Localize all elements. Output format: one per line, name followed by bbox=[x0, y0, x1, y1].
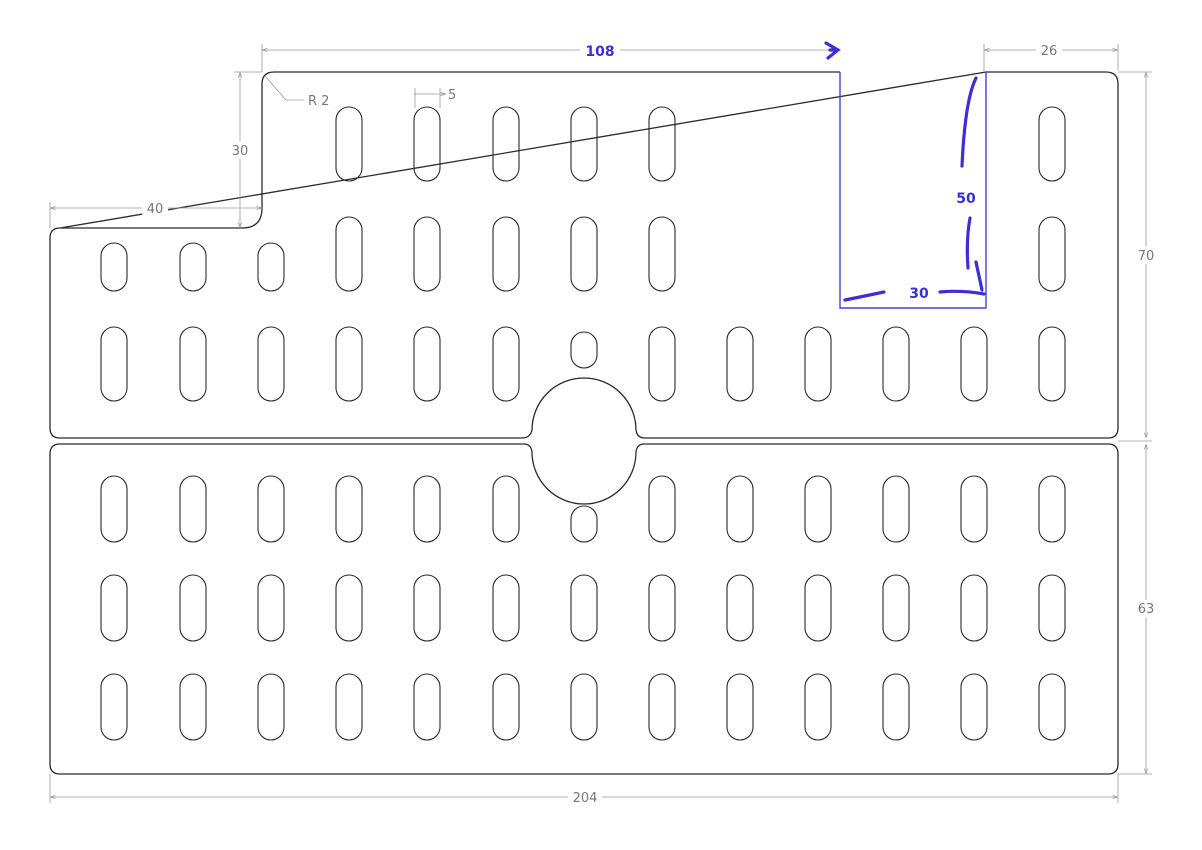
dim-30-label: 30 bbox=[232, 144, 249, 159]
slot-hole bbox=[492, 673, 520, 741]
hand-stroke bbox=[843, 290, 886, 302]
slot-hole bbox=[804, 326, 832, 402]
slot-hole bbox=[335, 673, 363, 741]
slot-hole bbox=[570, 106, 598, 182]
slot-hole bbox=[570, 331, 598, 369]
slot-hole bbox=[100, 673, 128, 741]
slot-hole bbox=[335, 574, 363, 642]
slot-hole bbox=[960, 673, 988, 741]
slot-hole bbox=[257, 673, 285, 741]
slot-hole bbox=[726, 673, 754, 741]
slot-hole bbox=[179, 242, 207, 292]
hand-stroke bbox=[965, 216, 972, 270]
slot-hole bbox=[1038, 475, 1066, 543]
slot-hole bbox=[413, 106, 441, 182]
dim-70-label: 70 bbox=[1138, 249, 1155, 264]
slot-hole bbox=[413, 475, 441, 543]
slot-group bbox=[100, 106, 1066, 741]
hand-50-label: 50 bbox=[956, 191, 976, 207]
slot-hole bbox=[648, 216, 676, 292]
slot-hole bbox=[882, 673, 910, 741]
slot-hole bbox=[960, 574, 988, 642]
slot-hole bbox=[648, 106, 676, 182]
hand-stroke bbox=[974, 260, 984, 292]
radius-label: R 2 bbox=[308, 94, 329, 109]
slot-hole bbox=[179, 574, 207, 642]
slot-hole bbox=[648, 574, 676, 642]
slot-hole bbox=[960, 475, 988, 543]
slot-hole bbox=[257, 242, 285, 292]
slot-hole bbox=[570, 673, 598, 741]
slot-hole bbox=[492, 574, 520, 642]
slot-hole bbox=[335, 106, 363, 182]
slot-hole bbox=[179, 673, 207, 741]
slot-hole bbox=[726, 326, 754, 402]
slot-hole bbox=[804, 574, 832, 642]
notch-outline bbox=[839, 72, 987, 309]
slot-hole bbox=[100, 574, 128, 642]
slot-hole bbox=[413, 574, 441, 642]
radius-leader bbox=[264, 75, 287, 101]
dim-108-label: 108 bbox=[585, 44, 614, 60]
slot-hole bbox=[726, 574, 754, 642]
slot-hole bbox=[882, 475, 910, 543]
dim-204-label: 204 bbox=[573, 791, 598, 806]
dim-26-label: 26 bbox=[1041, 44, 1058, 59]
slot-hole bbox=[960, 326, 988, 402]
slot-hole bbox=[648, 326, 676, 402]
hand-arrow bbox=[824, 41, 841, 60]
slot-hole bbox=[492, 106, 520, 182]
hand-30-label: 30 bbox=[909, 286, 929, 302]
slot-hole bbox=[1038, 106, 1066, 182]
upper-plate-outline bbox=[49, 71, 1119, 439]
slot-hole bbox=[882, 574, 910, 642]
slot-hole bbox=[804, 475, 832, 543]
slot-hole bbox=[1038, 673, 1066, 741]
slot-hole bbox=[882, 326, 910, 402]
slot-hole bbox=[726, 475, 754, 543]
slot-hole bbox=[492, 216, 520, 292]
slot-hole bbox=[100, 326, 128, 402]
slot-hole bbox=[413, 673, 441, 741]
slot-hole bbox=[570, 574, 598, 642]
slot-hole bbox=[335, 475, 363, 543]
slot-hole bbox=[570, 505, 598, 543]
hand-stroke bbox=[960, 76, 978, 168]
slot-hole bbox=[257, 574, 285, 642]
hand-stroke bbox=[938, 289, 986, 296]
slot-hole bbox=[335, 326, 363, 402]
slot-hole bbox=[804, 673, 832, 741]
slot-hole bbox=[335, 216, 363, 292]
slot-hole bbox=[413, 326, 441, 402]
dim-40-label: 40 bbox=[147, 202, 164, 217]
slot-hole bbox=[570, 216, 598, 292]
slot-hole bbox=[179, 326, 207, 402]
slot-hole bbox=[179, 475, 207, 543]
slot-hole bbox=[1038, 574, 1066, 642]
slot-hole bbox=[1038, 326, 1066, 402]
slot-hole bbox=[648, 475, 676, 543]
slot-hole bbox=[492, 326, 520, 402]
slot-hole bbox=[1038, 216, 1066, 292]
dim-63-label: 63 bbox=[1138, 602, 1155, 617]
slot-hole bbox=[492, 475, 520, 543]
dim-5-label: 5 bbox=[448, 88, 456, 103]
lower-plate-outline bbox=[49, 443, 1119, 775]
slot-hole bbox=[413, 216, 441, 292]
slot-hole bbox=[100, 475, 128, 543]
slot-hole bbox=[257, 475, 285, 543]
slot-hole bbox=[100, 242, 128, 292]
slot-hole bbox=[648, 673, 676, 741]
slot-hole bbox=[257, 326, 285, 402]
